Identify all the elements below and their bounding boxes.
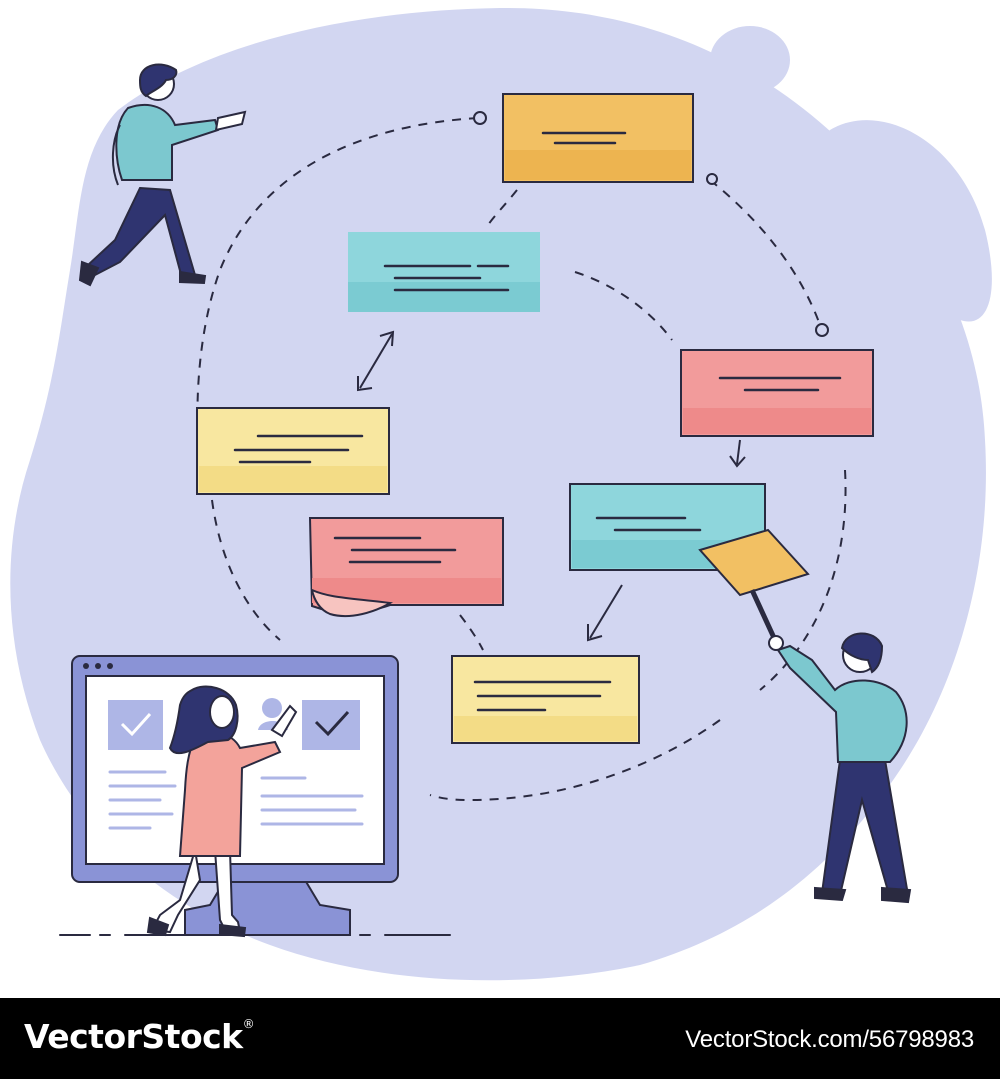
curved-arrow-icon bbox=[729, 439, 746, 468]
path-node bbox=[815, 323, 829, 337]
pointer-stick-icon bbox=[698, 528, 810, 642]
sticky-note-yellow bbox=[196, 407, 390, 495]
man-with-pointer bbox=[698, 528, 912, 904]
path-node bbox=[706, 173, 718, 185]
sticky-note-pink bbox=[680, 349, 874, 437]
path-node bbox=[473, 111, 487, 125]
sticky-note-pink-curled bbox=[308, 517, 504, 618]
image-id: VectorStock.com/56798983 bbox=[685, 1026, 974, 1053]
registered-mark: ® bbox=[242, 1017, 255, 1031]
brand-name: VectorStock bbox=[24, 1017, 243, 1056]
watermark-footer: VectorStock® VectorStock.com/56798983 bbox=[0, 998, 1000, 1079]
workflow-illustration bbox=[10, 7, 992, 981]
brand-logo-text: VectorStock® bbox=[24, 1017, 255, 1056]
double-arrow-icon bbox=[357, 330, 395, 392]
check-icon bbox=[314, 710, 350, 737]
curved-arrow-icon bbox=[587, 584, 623, 642]
sticky-note-yellow bbox=[451, 655, 640, 744]
sticky-note-teal bbox=[348, 232, 540, 312]
woman-at-screen bbox=[146, 685, 298, 938]
sticky-note-orange bbox=[502, 93, 694, 183]
dashed-flow-path bbox=[196, 117, 847, 802]
man-walking bbox=[78, 63, 247, 287]
check-icon bbox=[120, 712, 152, 737]
